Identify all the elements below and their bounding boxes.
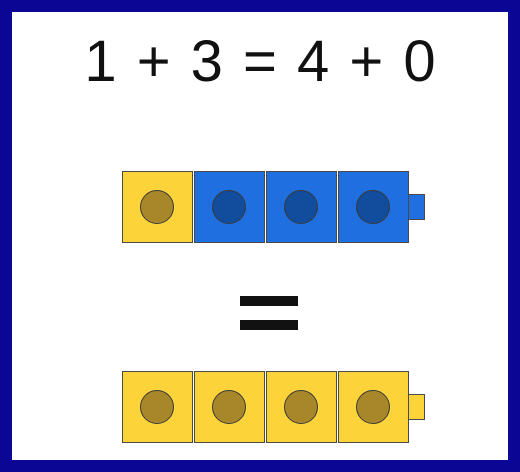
cube-dot	[140, 190, 174, 224]
blue-cube	[338, 171, 409, 243]
yellow-cube	[122, 171, 193, 243]
yellow-cube	[266, 371, 337, 443]
cube-dot	[212, 190, 246, 224]
cube-dot	[356, 190, 390, 224]
cube-connector	[409, 194, 425, 220]
cube-dot	[356, 390, 390, 424]
content-panel: 1 + 3 = 4 + 0	[12, 12, 508, 460]
cube-dot	[284, 390, 318, 424]
equation-text: 1 + 3 = 4 + 0	[84, 29, 436, 94]
cube-dot	[140, 390, 174, 424]
equals-sign-bottom-bar	[240, 320, 298, 330]
cube-dot	[212, 390, 246, 424]
blue-cube	[266, 171, 337, 243]
yellow-cube	[194, 371, 265, 443]
yellow-cube	[122, 371, 193, 443]
cube-connector	[409, 394, 425, 420]
blue-cube	[194, 171, 265, 243]
yellow-cube	[338, 371, 409, 443]
cube-dot	[284, 190, 318, 224]
equals-sign-top-bar	[240, 296, 298, 306]
